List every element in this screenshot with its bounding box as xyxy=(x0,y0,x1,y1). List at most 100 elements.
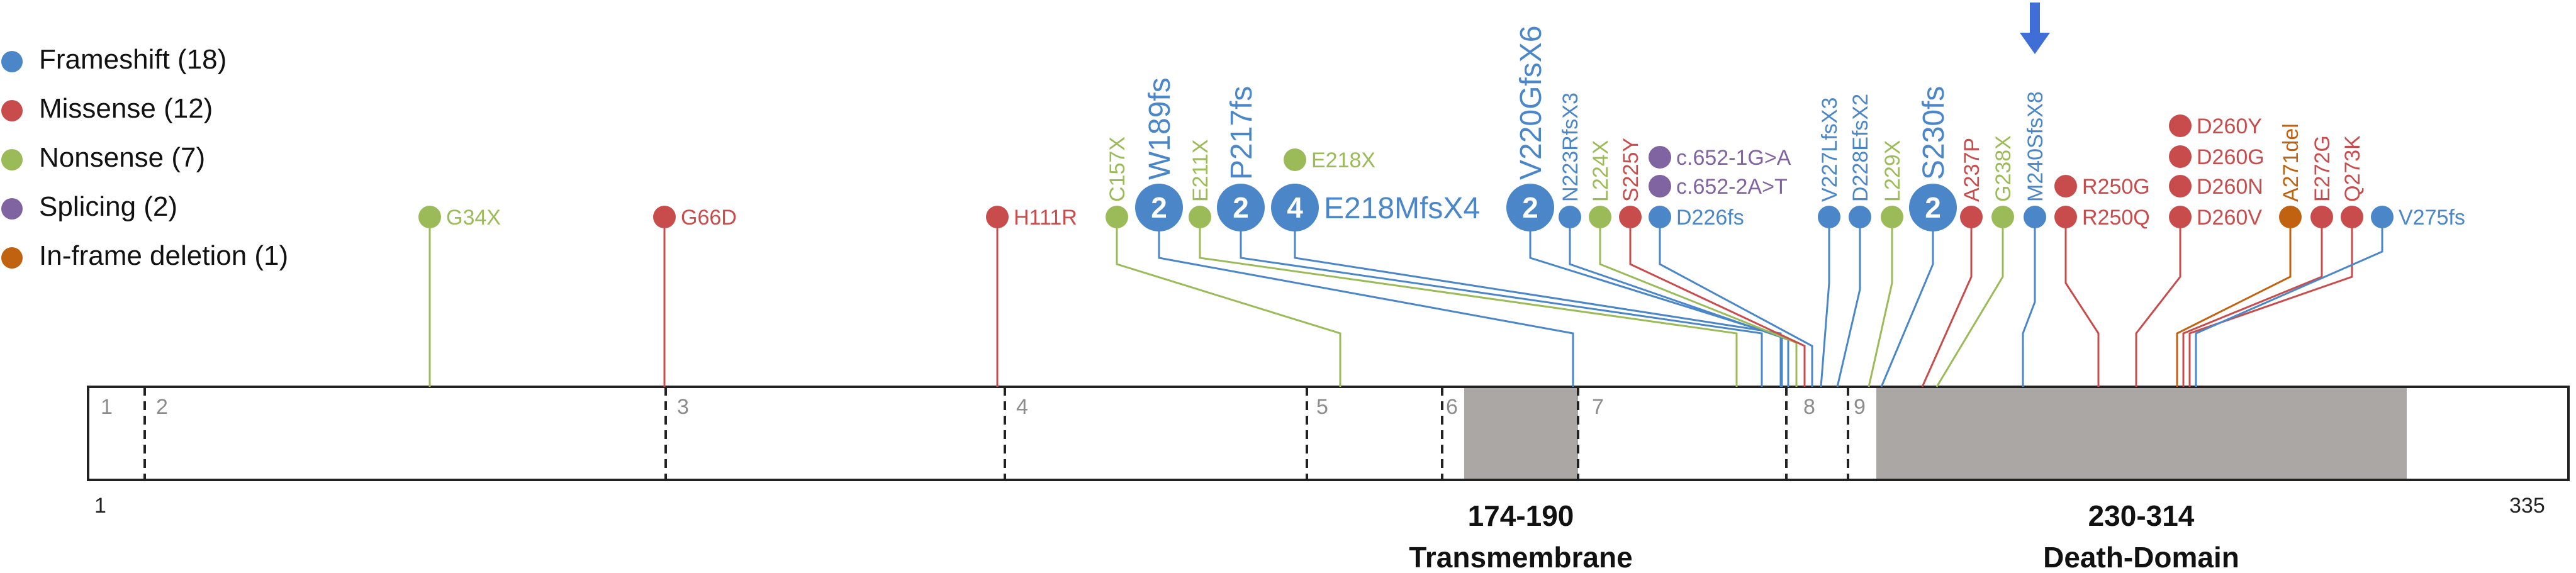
legend-item-frameshift: Frameshift (18) xyxy=(0,38,378,87)
domain-name-label: Transmembrane xyxy=(1409,541,1632,573)
exon-label: 3 xyxy=(677,395,689,419)
highlight-arrow-shaft xyxy=(2030,3,2040,35)
label-e218mfsx4: E218MfsX4 xyxy=(1324,192,1480,225)
legend-item-nonsense: Nonsense (7) xyxy=(0,136,378,185)
legend-item-inframe: In-frame deletion (1) xyxy=(0,234,378,283)
legend-label: Splicing (2) xyxy=(39,191,178,222)
death-domain xyxy=(1876,387,2407,480)
count-p217fs: 2 xyxy=(1233,191,1249,224)
marker-a271del xyxy=(2279,206,2302,228)
marker-d228efsx2 xyxy=(1849,206,1871,228)
label-r250q: R250Q xyxy=(2082,206,2150,230)
label-a237p: A237P xyxy=(1960,138,1984,202)
stem-e211x xyxy=(1199,217,1738,387)
label-r250g: R250G xyxy=(2082,175,2150,199)
label-p217fs: P217fs xyxy=(1225,86,1258,180)
label-e218x: E218X xyxy=(1311,148,1375,172)
label-d260v: D260V xyxy=(2197,206,2262,230)
exon-label: 8 xyxy=(1803,395,1815,419)
legend-label: Frameshift (18) xyxy=(39,44,227,75)
domain-name-label: Death-Domain xyxy=(2043,541,2239,573)
legend-dot-nonsense xyxy=(1,149,23,170)
exon-label: 4 xyxy=(1016,395,1028,419)
marker-s225y xyxy=(1619,206,1642,228)
stem-s225y xyxy=(1629,217,1806,387)
label-s230fs: S230fs xyxy=(1917,86,1951,180)
label-d260n: D260N xyxy=(2197,175,2263,199)
legend-item-splicing: Splicing (2) xyxy=(0,185,378,234)
label-q273k: Q273K xyxy=(2341,135,2365,202)
stem-p217fs xyxy=(1240,208,1763,387)
label-g238x: G238X xyxy=(1991,135,2015,202)
stem-m240sfsx8 xyxy=(2022,217,2036,387)
marker-d260y xyxy=(2169,114,2192,137)
marker-r250q xyxy=(2054,206,2077,228)
label-s225y: S225Y xyxy=(1619,138,1643,202)
stem-c157x xyxy=(1116,217,1341,387)
stem-l224x xyxy=(1599,217,1798,387)
marker-e211x xyxy=(1189,206,1211,228)
legend-label: Missense (12) xyxy=(39,93,213,124)
label-c652-2a: c.652-2A>T xyxy=(1676,175,1788,199)
domain-range-label: 230-314 xyxy=(2088,499,2195,532)
legend: Frameshift (18) Missense (12) Nonsense (… xyxy=(0,38,378,283)
label-l229x: L229X xyxy=(1881,140,1905,202)
stem-d226fs xyxy=(1659,217,1813,387)
marker-e272g xyxy=(2310,206,2333,228)
label-c652-1g: c.652-1G>A xyxy=(1676,146,1791,170)
label-v275fs: V275fs xyxy=(2399,206,2465,230)
marker-g238x xyxy=(1991,206,2014,228)
marker-q273k xyxy=(2341,206,2363,228)
marker-m240sfsx8 xyxy=(2024,206,2046,228)
stem-d260v xyxy=(2135,217,2181,387)
stem-d228efsx2 xyxy=(1836,217,1861,387)
label-v220gfsx6: V220GfsX6 xyxy=(1515,26,1548,180)
stem-v275fs xyxy=(2195,217,2383,387)
marker-l224x xyxy=(1589,206,1611,228)
stem-n223rfsx3 xyxy=(1569,217,1789,387)
marker-c652-1g xyxy=(1649,146,1671,169)
count-s230fs: 2 xyxy=(1925,191,1941,224)
stem-q273k xyxy=(2188,217,2353,387)
label-n223rfsx3: N223RfsX3 xyxy=(1559,92,1582,202)
label-e272g: E272G xyxy=(2310,135,2334,202)
label-c157x: C157X xyxy=(1106,136,1129,202)
label-d260g: D260G xyxy=(2197,145,2265,169)
label-m240sfsx8: M240SfsX8 xyxy=(2024,91,2047,202)
marker-v227lfsx3 xyxy=(1818,206,1840,228)
protein-bar xyxy=(87,386,2570,481)
label-d260y: D260Y xyxy=(2197,114,2262,138)
stem-v220gfsx6 xyxy=(1529,208,1783,387)
highlight-arrow-icon xyxy=(2020,33,2050,54)
label-e211x: E211X xyxy=(1189,139,1212,202)
count-w189fs: 2 xyxy=(1151,191,1167,224)
marker-h111r xyxy=(986,206,1009,228)
stem-v227lfsx3 xyxy=(1820,217,1830,387)
marker-e218x xyxy=(1284,148,1306,171)
marker-v220gfsx6 xyxy=(1506,184,1554,231)
stem-l229x xyxy=(1868,217,1893,387)
stem-e272g xyxy=(2182,217,2323,387)
marker-a237p xyxy=(1960,206,1983,228)
label-w189fs: W189fs xyxy=(1143,77,1177,180)
exon-label: 7 xyxy=(1592,395,1604,419)
marker-c652-2a xyxy=(1649,175,1671,197)
label-d228efsx2: D228EfsX2 xyxy=(1849,94,1873,202)
label-h111r: H111R xyxy=(1014,206,1077,230)
marker-c157x xyxy=(1106,206,1128,228)
marker-d260n xyxy=(2169,175,2192,197)
marker-d260v xyxy=(2169,206,2192,228)
label-g66d: G66D xyxy=(681,206,737,230)
legend-label: Nonsense (7) xyxy=(39,142,206,173)
stem-a271del xyxy=(2176,217,2292,387)
stem-e218mfsx4 xyxy=(1294,208,1782,387)
legend-dot-splicing xyxy=(1,198,23,220)
marker-g66d xyxy=(653,206,676,228)
marker-e218mfsx4 xyxy=(1271,184,1319,231)
marker-v275fs xyxy=(2371,206,2394,228)
exon-label: 2 xyxy=(156,395,168,419)
marker-n223rfsx3 xyxy=(1559,206,1581,228)
